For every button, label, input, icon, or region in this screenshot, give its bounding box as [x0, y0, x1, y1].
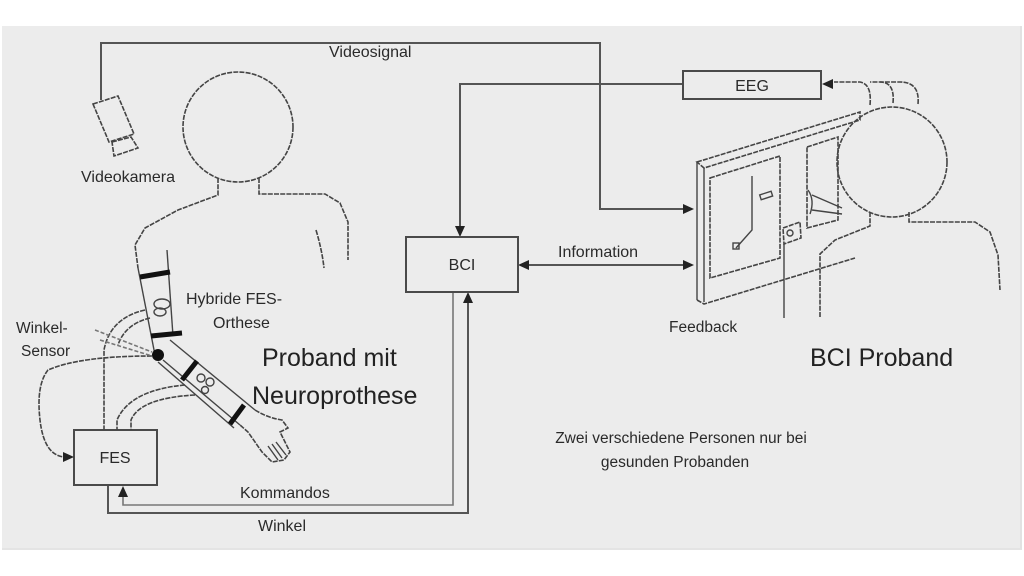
videokamera-label: Videokamera	[81, 169, 175, 186]
bci-proband-head	[836, 106, 948, 218]
proband-label-line2: Neuroprothese	[252, 382, 417, 410]
feedback-monitor	[695, 110, 861, 318]
kommandos-label: Kommandos	[240, 485, 330, 502]
eeg-to-bci-arrowhead	[455, 226, 465, 237]
eeg-label: EEG	[735, 78, 769, 95]
orthese-band-3	[180, 359, 199, 382]
kommandos-arrowhead	[118, 486, 128, 497]
fes-box	[73, 429, 158, 486]
videosignal-arrowhead	[683, 204, 694, 214]
feedback-label: Feedback	[669, 319, 737, 336]
information-label: Information	[558, 244, 638, 261]
bci-box	[405, 236, 519, 293]
kommandos-line	[122, 292, 454, 506]
note-line2: gesunden Probanden	[601, 454, 749, 471]
information-arrowhead-right	[683, 260, 694, 270]
winkel-sensor-label-line2: Sensor	[21, 343, 70, 360]
videosignal-label: Videosignal	[329, 44, 411, 61]
eeg-box	[682, 70, 822, 100]
bci-label: BCI	[449, 257, 476, 274]
bci-proband-label: BCI Proband	[810, 344, 953, 372]
orthese-band-1	[139, 269, 171, 280]
proband-head	[182, 71, 294, 183]
winkel-label: Winkel	[258, 518, 306, 535]
orthese-label-line2: Orthese	[213, 315, 270, 332]
videokamera-icon	[91, 95, 140, 158]
note-line1: Zwei verschiedene Personen nur bei	[555, 430, 807, 447]
bci-proband-figure	[819, 79, 1001, 318]
proband-label-line1: Proband mit	[262, 344, 397, 372]
videosignal-line	[100, 42, 686, 210]
fes-label: FES	[99, 450, 130, 467]
orthese-label-line1: Hybride FES-	[186, 291, 282, 308]
winkel-sensor-icon	[152, 349, 164, 361]
winkel-sensor-label-line1: Winkel-	[16, 320, 68, 337]
proband-figure	[38, 71, 349, 463]
orthese-band-4	[227, 403, 247, 426]
orthese-band-2	[150, 330, 183, 339]
information-arrowhead-left	[518, 260, 529, 270]
winkel-arrowhead	[463, 292, 473, 303]
winkel-line	[107, 300, 469, 514]
eeg-to-bci-line	[459, 83, 683, 229]
